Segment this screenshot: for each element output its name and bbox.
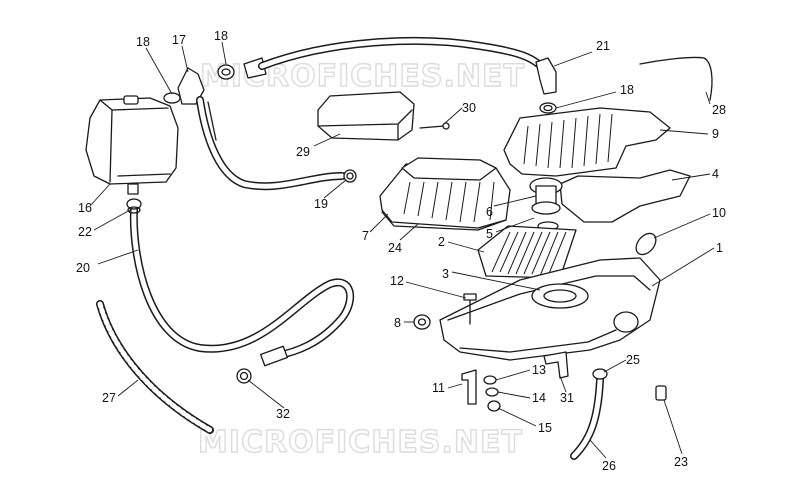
part-17-fitting (163, 67, 205, 105)
callout-30: 30 (462, 101, 476, 115)
callout-28: 28 (712, 103, 726, 117)
callout-20: 20 (76, 261, 90, 275)
hose-end-fitting (260, 345, 288, 367)
callout-27: 27 (102, 391, 116, 405)
callout-21: 21 (596, 39, 610, 53)
callout-18-mid: 18 (214, 29, 228, 43)
part-11-bracket (461, 369, 477, 405)
part-23-plug (655, 385, 667, 401)
callout-31: 31 (560, 391, 574, 405)
callout-13: 13 (532, 363, 546, 377)
part-5-valve (529, 177, 563, 231)
part-1-airbox (439, 257, 661, 361)
part-7-filter-cover (379, 157, 511, 231)
callout-16: 16 (78, 201, 92, 215)
part-20-hose (129, 206, 354, 360)
callout-7: 7 (362, 229, 369, 243)
callout-5: 5 (486, 227, 493, 241)
callout-12: 12 (390, 274, 404, 288)
callout-11: 11 (432, 381, 445, 395)
callout-24: 24 (388, 241, 402, 255)
callout-22: 22 (78, 225, 92, 239)
part-28-wire (639, 56, 713, 101)
part-10-ring (635, 232, 657, 256)
callout-18-right: 18 (620, 83, 634, 97)
callout-2: 2 (438, 235, 445, 249)
hose-upper (258, 36, 550, 76)
part-26-drain-tube (570, 376, 604, 460)
part-14-nut (485, 387, 499, 397)
part-4-gasket (559, 169, 691, 223)
part-8-washer (413, 314, 431, 330)
part-15-nut (487, 400, 501, 412)
part-32-clamp (236, 368, 252, 384)
callout-9: 9 (712, 127, 719, 141)
part-31-bracket (543, 351, 569, 379)
hose-to-19 (196, 96, 346, 191)
part-27-braided-hose (96, 300, 214, 434)
part-29-cover (317, 91, 415, 141)
callout-6: 6 (486, 205, 493, 219)
callout-1: 1 (716, 241, 723, 255)
callout-8: 8 (394, 316, 401, 330)
callout-19: 19 (314, 197, 328, 211)
part-18-clamp-right (539, 102, 557, 114)
part-9-upper-housing (503, 107, 671, 177)
watermark-bottom: MICROFICHES.NET (198, 425, 523, 460)
callout-32: 32 (276, 407, 290, 421)
callout-25: 25 (626, 353, 640, 367)
callout-29: 29 (296, 145, 310, 159)
part-19-clamp (343, 169, 357, 183)
part-21-elbow (535, 57, 557, 95)
part-16-reservoir (85, 95, 179, 195)
part-25-clamp (592, 368, 608, 380)
callout-10: 10 (712, 206, 726, 220)
callout-17: 17 (172, 33, 186, 47)
callout-15: 15 (538, 421, 552, 435)
part-30-screw (419, 122, 450, 130)
callout-4: 4 (712, 167, 719, 181)
callout-23: 23 (674, 455, 688, 469)
callout-18-left: 18 (136, 35, 150, 49)
part-22-clamp (126, 198, 142, 214)
callout-26: 26 (602, 459, 616, 473)
part-2-filter-element (477, 225, 577, 279)
callout-14: 14 (532, 391, 546, 405)
callout-labels: 1 2 3 4 5 6 7 8 9 10 11 12 13 14 15 16 1… (76, 29, 726, 473)
callout-3: 3 (442, 267, 449, 281)
leader-lines (89, 41, 715, 459)
part-12-bolt (463, 293, 477, 325)
part-13-washer (483, 375, 497, 385)
